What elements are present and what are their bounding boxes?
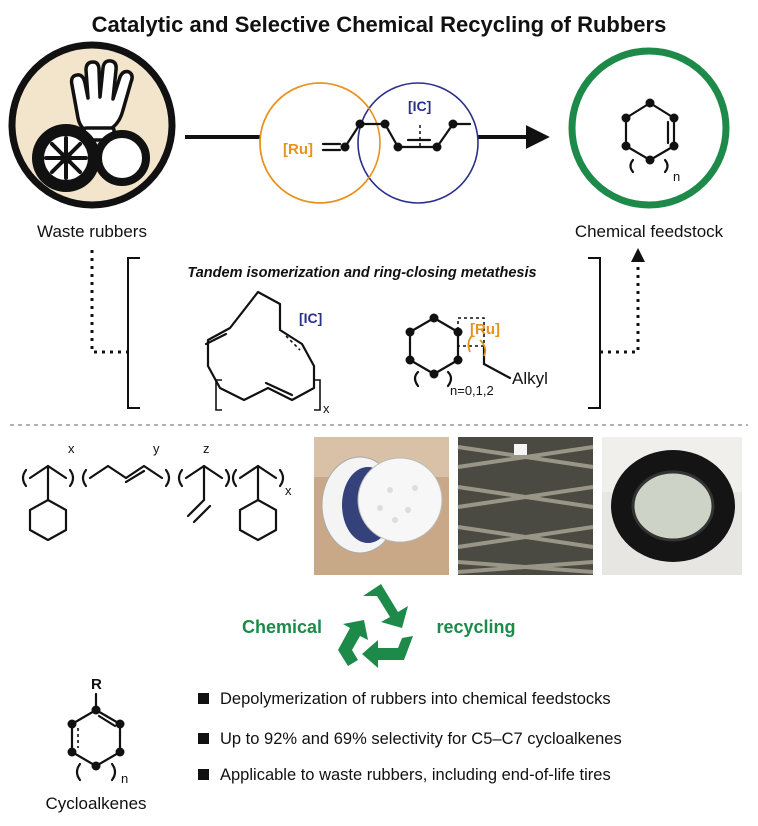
rcm-intermediate-structure — [405, 313, 512, 388]
recycle-icon — [338, 584, 413, 668]
woven-rubber-photo — [457, 437, 594, 575]
sbr-x-label: x — [68, 441, 75, 456]
bullet-marker-1 — [198, 693, 209, 704]
ic-label-loop: [IC] — [299, 310, 322, 326]
ru-label-intermediate: [Ru] — [470, 321, 500, 338]
waste-rubbers-label: Waste rubbers — [37, 222, 147, 241]
bullet-marker-3 — [198, 769, 209, 780]
sbr-polymer-structure — [21, 464, 285, 542]
page-title: Catalytic and Selective Chemical Recycli… — [92, 12, 667, 37]
recycling-label: recycling — [436, 617, 515, 637]
dotted-connector-arrowhead — [631, 248, 645, 262]
ru-catalyst-label: [Ru] — [283, 141, 313, 158]
cycloalkenes-label: Cycloalkenes — [45, 794, 146, 813]
ring-icon — [94, 130, 150, 186]
feedstock-n-label: n — [673, 169, 680, 184]
alkyl-label: Alkyl — [512, 369, 548, 388]
tire-icon — [32, 124, 100, 192]
sbr-x2-label: x — [285, 483, 292, 498]
catalyst-overlap-diagram — [259, 82, 479, 204]
sbr-z-label: z — [203, 441, 210, 456]
chemical-label: Chemical — [242, 617, 322, 637]
n-range-label: n=0,1,2 — [450, 383, 494, 398]
cycloalkene-structure — [67, 692, 125, 782]
chemical-feedstock-icon — [568, 47, 730, 209]
waste-rubbers-icon — [8, 41, 176, 209]
ic-catalyst-label: [IC] — [408, 98, 431, 114]
bracket-right — [588, 257, 601, 409]
bracket-left — [127, 257, 140, 409]
bullet-2: Up to 92% and 69% selectivity for C5–C7 … — [220, 730, 622, 748]
polymer-loop-structure — [204, 290, 321, 411]
tire-photo — [602, 437, 742, 575]
bullet-1: Depolymerization of rubbers into chemica… — [220, 690, 611, 708]
dotted-connector-left — [90, 250, 128, 354]
dotted-connector-right — [600, 262, 640, 354]
loop-x-label: x — [323, 401, 330, 416]
sbr-y-label: y — [153, 441, 160, 456]
bullet-marker-2 — [198, 733, 209, 744]
tandem-heading: Tandem isomerization and ring-closing me… — [187, 265, 536, 281]
golf-ball-photo — [314, 437, 449, 575]
feedstock-label: Chemical feedstock — [575, 222, 724, 241]
r-label: R — [91, 676, 102, 693]
bullet-3: Applicable to waste rubbers, including e… — [220, 766, 611, 784]
cycloalkene-n-label: n — [121, 771, 128, 786]
